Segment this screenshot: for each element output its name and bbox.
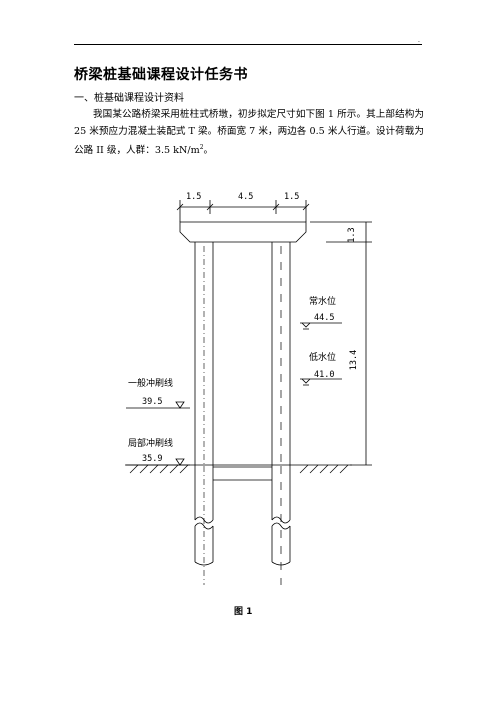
general-scour-elev: 39.5 — [142, 397, 162, 407]
low-water-elev: 41.0 — [314, 370, 334, 380]
low-water-symbol — [301, 378, 311, 384]
cap-beam — [179, 221, 307, 243]
local-scour-symbol — [175, 458, 185, 466]
left-pile-bottom — [194, 561, 214, 566]
general-scour-label: 一般冲刷线 — [128, 377, 173, 389]
left-pile-break — [194, 522, 214, 530]
design-data-paragraph: 我国某公路桥梁采用桩柱式桥墩，初步拟定尺寸如下图 1 所示。其上部结构为 25 … — [74, 107, 424, 160]
right-pile-break — [271, 522, 291, 530]
paragraph-end: 。 — [203, 145, 214, 157]
dim-label-right: 1.5 — [284, 192, 299, 202]
header-mark: . — [418, 37, 420, 44]
section-heading: 一、桩基础课程设计资料 — [74, 93, 184, 104]
ground-hatch — [129, 464, 349, 474]
dim-label-cap: 1.3 — [347, 227, 357, 242]
figure-caption: 图 1 — [234, 607, 253, 617]
dim-slash — [206, 203, 214, 211]
document-title: 桥梁桩基础课程设计任务书 — [74, 67, 248, 83]
dim-label-total: 13.4 — [349, 350, 359, 370]
dim-label-left: 1.5 — [186, 192, 201, 202]
low-water-label: 低水位 — [309, 351, 336, 363]
dim-slash — [176, 203, 184, 211]
paragraph-text: 我国某公路桥梁采用桩柱式桥墩，初步拟定尺寸如下图 1 所示。其上部结构为 25 … — [74, 109, 424, 157]
dim-slash — [272, 203, 280, 211]
dim-label-mid: 4.5 — [238, 192, 253, 202]
local-scour-elev: 35.9 — [142, 454, 162, 464]
general-scour-symbol — [175, 401, 185, 409]
dim-slash — [302, 203, 310, 211]
local-scour-label: 局部冲刷线 — [128, 437, 173, 449]
normal-water-elev: 44.5 — [314, 313, 334, 323]
paragraph-superscript: 2 — [199, 144, 204, 151]
normal-water-label: 常水位 — [309, 295, 336, 307]
header-rule — [74, 44, 422, 45]
normal-water-symbol — [301, 322, 311, 328]
